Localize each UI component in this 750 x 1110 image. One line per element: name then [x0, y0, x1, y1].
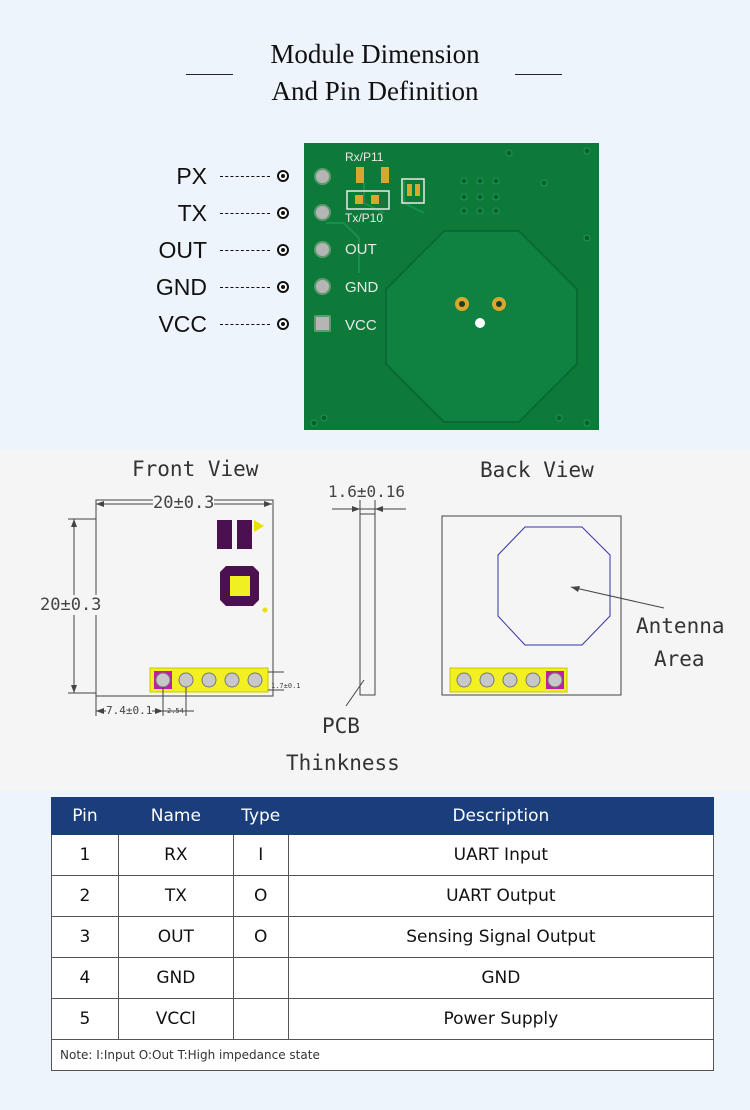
- pin-marker-icon: [277, 207, 289, 219]
- table-row: 3 OUT O Sensing Signal Output: [51, 916, 715, 958]
- pin-label-px: PX: [176, 163, 207, 189]
- cell-pin: 1: [51, 834, 119, 876]
- pin-definition-table: Pin Name Type Description 1 RX I UART In…: [51, 797, 715, 1071]
- cell-description: UART Input: [287, 834, 715, 876]
- pin-pitch-dimension: 2.54: [167, 707, 184, 715]
- pin-marker-icon: [277, 318, 289, 330]
- column-header-type: Type: [232, 797, 289, 835]
- table-header-row: Pin Name Type Description: [51, 797, 715, 835]
- page-title-line-1: Module Dimension: [270, 39, 480, 69]
- silk-vcc-label: VCC: [345, 317, 377, 334]
- pin-label-vcc: VCC: [158, 311, 207, 337]
- pin-pad-tx: [314, 204, 331, 221]
- pcb-artwork: [304, 143, 599, 430]
- pin-marker-icon: [277, 244, 289, 256]
- pin-leader-line: [220, 324, 270, 325]
- cell-name: RX: [117, 834, 234, 876]
- cell-description: Sensing Signal Output: [287, 916, 715, 958]
- pin-leader-line: [220, 176, 270, 177]
- silk-out-label: OUT: [345, 241, 377, 258]
- cell-name: VCCl: [117, 998, 234, 1040]
- pin-pad-gnd: [314, 278, 331, 295]
- column-header-pin: Pin: [51, 797, 119, 835]
- cell-type: O: [232, 916, 289, 958]
- cell-name: OUT: [117, 916, 234, 958]
- cell-pin: 5: [51, 998, 119, 1040]
- pcb-thickness-label-2: Thinkness: [286, 751, 400, 775]
- pin-label-tx: TX: [177, 200, 207, 226]
- silk-tx-label: Tx/P10: [345, 211, 384, 225]
- pin-leader-line: [220, 287, 270, 288]
- column-header-name: Name: [117, 797, 234, 835]
- cell-type: O: [232, 875, 289, 917]
- pin-leader-line: [220, 250, 270, 251]
- pin-size-dimension: 1.7±0.1: [271, 682, 301, 690]
- cell-description: UART Output: [287, 875, 715, 917]
- table-row: 1 RX I UART Input: [51, 834, 715, 876]
- page-title-line-2: And Pin Definition: [271, 76, 479, 106]
- cell-type: I: [232, 834, 289, 876]
- dimension-drawing-svg: [68, 499, 665, 716]
- title-rule-right: [515, 74, 562, 75]
- table-row: 5 VCCl Power Supply: [51, 998, 715, 1040]
- table-note-row: Note: I:Input O:Out T:High impedance sta…: [51, 1039, 714, 1071]
- pin-marker-icon: [277, 281, 289, 293]
- cell-name: TX: [117, 875, 234, 917]
- pin-pad-out: [314, 241, 331, 258]
- silk-rx-label: Rx/P11: [345, 150, 384, 164]
- title-rule-left: [186, 74, 233, 75]
- cell-description: GND: [287, 957, 715, 999]
- silk-gnd-label: GND: [345, 279, 379, 296]
- pcb-thickness-label-1: PCB: [322, 714, 360, 738]
- height-dimension: 20±0.3: [40, 595, 102, 615]
- cell-pin: 2: [51, 875, 119, 917]
- antenna-area-label-2: Area: [654, 647, 705, 671]
- cell-type: [232, 998, 289, 1040]
- cell-pin: 3: [51, 916, 119, 958]
- front-view-label: Front View: [132, 457, 259, 481]
- antenna-area-label-1: Antenna: [636, 614, 725, 638]
- cell-pin: 4: [51, 957, 119, 999]
- table-row: 2 TX O UART Output: [51, 875, 715, 917]
- pin-offset-dimension: 7.4±0.1: [106, 704, 153, 717]
- pin-label-out: OUT: [158, 237, 207, 263]
- table-row: 4 GND GND: [51, 957, 715, 999]
- cell-description: Power Supply: [287, 998, 715, 1040]
- pin-pad-rx: [314, 168, 331, 185]
- width-dimension: 20±0.3: [153, 493, 215, 513]
- module-photo: Rx/P11 Tx/P10 OUT GND VCC: [304, 143, 599, 430]
- table-note: Note: I:Input O:Out T:High impedance sta…: [51, 1039, 714, 1071]
- pin-label-gnd: GND: [155, 274, 207, 300]
- back-view-label: Back View: [480, 458, 594, 482]
- dimension-drawing: Front View Back View 20±0.3 20±0.3 7.4±0…: [0, 450, 750, 790]
- cell-type: [232, 957, 289, 999]
- column-header-description: Description: [287, 797, 715, 835]
- thickness-dimension: 1.6±0.16: [328, 482, 406, 501]
- pin-leader-line: [220, 213, 270, 214]
- cell-name: GND: [117, 957, 234, 999]
- pin-marker-icon: [277, 170, 289, 182]
- pin-pad-vcc: [314, 315, 331, 332]
